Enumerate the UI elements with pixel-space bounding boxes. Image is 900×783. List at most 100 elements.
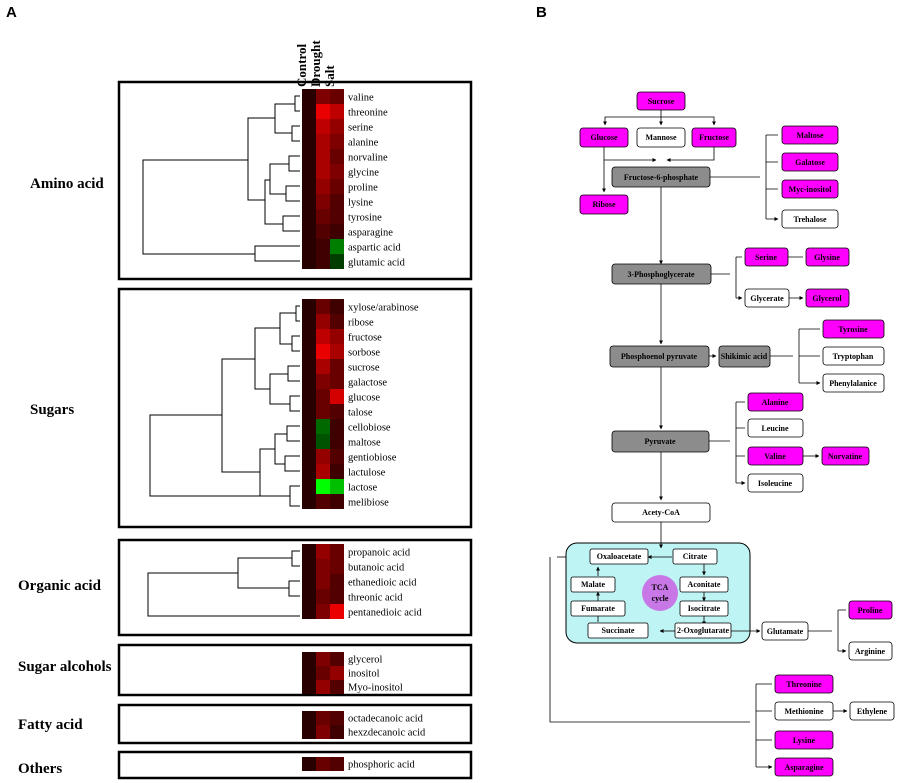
heatmap-cell	[316, 224, 330, 239]
metabolite-label: talose	[348, 407, 373, 418]
heatmap-cell	[302, 344, 316, 359]
heatmap-cell	[302, 254, 316, 269]
node-glycerol	[805, 288, 850, 308]
heatmap-cell	[330, 419, 344, 434]
metabolite-label: valine	[348, 92, 374, 103]
heatmap-cell	[302, 104, 316, 119]
label-norvatine: Norvatine	[828, 452, 863, 461]
heatmap-cell	[330, 149, 344, 164]
heatmap-cell	[316, 680, 330, 694]
label-threonine: Threonine	[786, 680, 822, 689]
heatmap-cell	[316, 711, 330, 725]
node-valine	[747, 446, 804, 466]
node-glutamate	[761, 621, 809, 641]
metabolite-label: cellobiose	[348, 422, 391, 433]
metabolite-label: alanine	[348, 137, 379, 148]
label-mannose: Mannose	[645, 133, 677, 142]
metabolite-label: phosphoric acid	[348, 760, 416, 771]
metabolite-label: pentanedioic acid	[348, 607, 423, 618]
heatmap-cell	[302, 134, 316, 149]
node-citrate	[672, 548, 718, 565]
group-box-sugars	[117, 287, 473, 529]
node-galatose	[781, 152, 839, 172]
node-lysine	[774, 730, 834, 750]
heatmap-cell	[330, 479, 344, 494]
heatmap-cell	[330, 104, 344, 119]
label-glysine: Glysine	[814, 253, 840, 262]
label-sucrose: Sucrose	[648, 97, 675, 106]
label-alanine: Alanine	[762, 398, 789, 407]
heatmap-cell	[302, 449, 316, 464]
pathway-connectors	[549, 110, 847, 767]
label-2-oxoglutarate: 2-Oxoglutarate	[677, 626, 729, 635]
node-arginine	[848, 641, 893, 661]
heatmap-cell	[302, 239, 316, 254]
metabolite-label: octadecanoic acid	[348, 714, 424, 725]
metabolite-label: propanoic acid	[348, 547, 411, 558]
label-shikimic-acid: Shikimic acid	[721, 352, 768, 361]
heatmap-cell	[330, 254, 344, 269]
metabolite-label: hexzdecanoic acid	[348, 728, 426, 739]
heatmap-cell	[330, 314, 344, 329]
label-aconitate: Aconitate	[688, 580, 721, 589]
panel-a-heatmap: A Control Drought Salt Amino acid Sugars…	[6, 4, 473, 780]
node-ribose	[579, 194, 629, 215]
group-label-amino-acid: Amino acid	[30, 176, 104, 192]
node-glysine	[805, 247, 850, 267]
metabolite-label: glycine	[348, 167, 379, 178]
node-malate	[570, 576, 616, 593]
node-fumarate	[570, 600, 626, 617]
pathway-node-labels: Sucrose Glucose Mannose Fructose Fructos…	[581, 97, 888, 772]
heatmap-cell	[330, 652, 344, 666]
heatmap-cell	[302, 404, 316, 419]
heatmap-cell	[302, 224, 316, 239]
label-myc-inositol: Myc-inositol	[789, 185, 832, 194]
node-leucine	[747, 418, 804, 438]
column-header-salt: Salt	[322, 65, 337, 87]
heatmap-cell	[330, 666, 344, 680]
node-phosphoenol-pyruvate	[609, 345, 710, 368]
node-acety-coa	[611, 502, 711, 523]
label-fumarate: Fumarate	[581, 604, 615, 613]
heatmap-cell	[316, 494, 330, 509]
node-glucose	[579, 127, 629, 148]
heatmap-cell	[330, 239, 344, 254]
heatmap-cell	[316, 254, 330, 269]
tca-cycle-circle	[642, 575, 678, 611]
label-asparagine: Asparagine	[784, 763, 824, 772]
label-succinate: Succinate	[602, 626, 635, 635]
heatmap-cell	[330, 389, 344, 404]
heatmap-cell	[316, 194, 330, 209]
node-fructose	[691, 127, 737, 148]
heatmap-cell	[302, 89, 316, 104]
panel-letter-b: B	[536, 4, 547, 21]
metabolite-label: butanoic acid	[348, 562, 405, 573]
heatmap-cell	[330, 344, 344, 359]
label-lysine: Lysine	[793, 736, 816, 745]
label-phenylalanice: Phenylalanice	[829, 379, 877, 388]
label-leucine: Leucine	[761, 424, 789, 433]
node-shikimic-acid	[718, 345, 771, 368]
node-oxaloacetate	[589, 548, 649, 565]
pathway-nodes	[570, 91, 895, 777]
heatmap-cell	[316, 464, 330, 479]
heatmap-cell	[316, 149, 330, 164]
heatmap-cell	[302, 680, 316, 694]
group-box-amino-acid	[117, 80, 473, 281]
heatmap-cell	[302, 179, 316, 194]
label-galatose: Galatose	[795, 158, 825, 167]
heatmap-cell	[330, 574, 344, 589]
heatmap-cell	[316, 589, 330, 604]
node-glycerate	[744, 288, 790, 308]
heatmap-cell	[302, 164, 316, 179]
heatmap-cell	[316, 419, 330, 434]
heatmap-cell	[302, 149, 316, 164]
metabolite-label: sorbose	[348, 347, 380, 358]
heatmap-cell	[330, 604, 344, 619]
heatmap-cell	[302, 479, 316, 494]
metabolite-label: proline	[348, 182, 378, 193]
node-2-oxoglutarate	[674, 622, 732, 639]
heatmap-cell	[316, 434, 330, 449]
label-arginine: Arginine	[855, 647, 886, 656]
metabolite-label: tyrosine	[348, 212, 382, 223]
